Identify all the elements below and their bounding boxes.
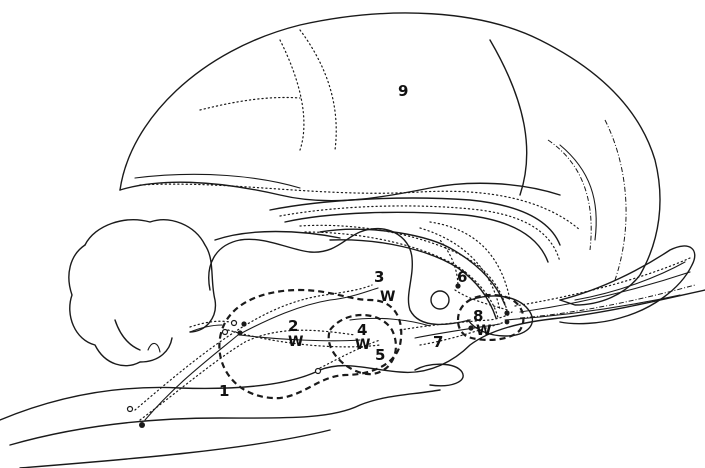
cerebral-hemisphere	[120, 13, 660, 305]
region-label-6: 6	[457, 268, 467, 286]
filled-dot-marker	[237, 330, 242, 335]
filled-dot-marker	[139, 422, 145, 428]
open-dot-marker	[128, 407, 133, 412]
filled-dot-marker	[241, 321, 246, 326]
w-marker-label: W	[288, 334, 303, 350]
w-marker-label: W	[476, 323, 491, 339]
w-marker-label: W	[380, 289, 395, 305]
cell-markers	[128, 283, 510, 428]
w-markers: W W W W	[288, 289, 491, 353]
open-dot-marker	[223, 330, 228, 335]
filled-dot-marker	[505, 320, 510, 325]
region-label-3: 3	[374, 268, 384, 286]
region-label-1: 1	[219, 382, 229, 400]
fiber-pathways	[135, 240, 512, 420]
region-label-9: 9	[398, 82, 408, 100]
region-label-7: 7	[433, 333, 443, 351]
filled-dot-marker	[504, 310, 509, 315]
open-dot-marker	[316, 369, 321, 374]
filled-dot-marker	[468, 325, 473, 330]
olfactory-region	[69, 220, 216, 366]
region-label-5: 5	[375, 346, 385, 364]
open-dot-marker	[232, 321, 237, 326]
region-label-2: 2	[288, 317, 298, 335]
w-marker-label: W	[355, 337, 370, 353]
brainstem	[0, 246, 705, 468]
